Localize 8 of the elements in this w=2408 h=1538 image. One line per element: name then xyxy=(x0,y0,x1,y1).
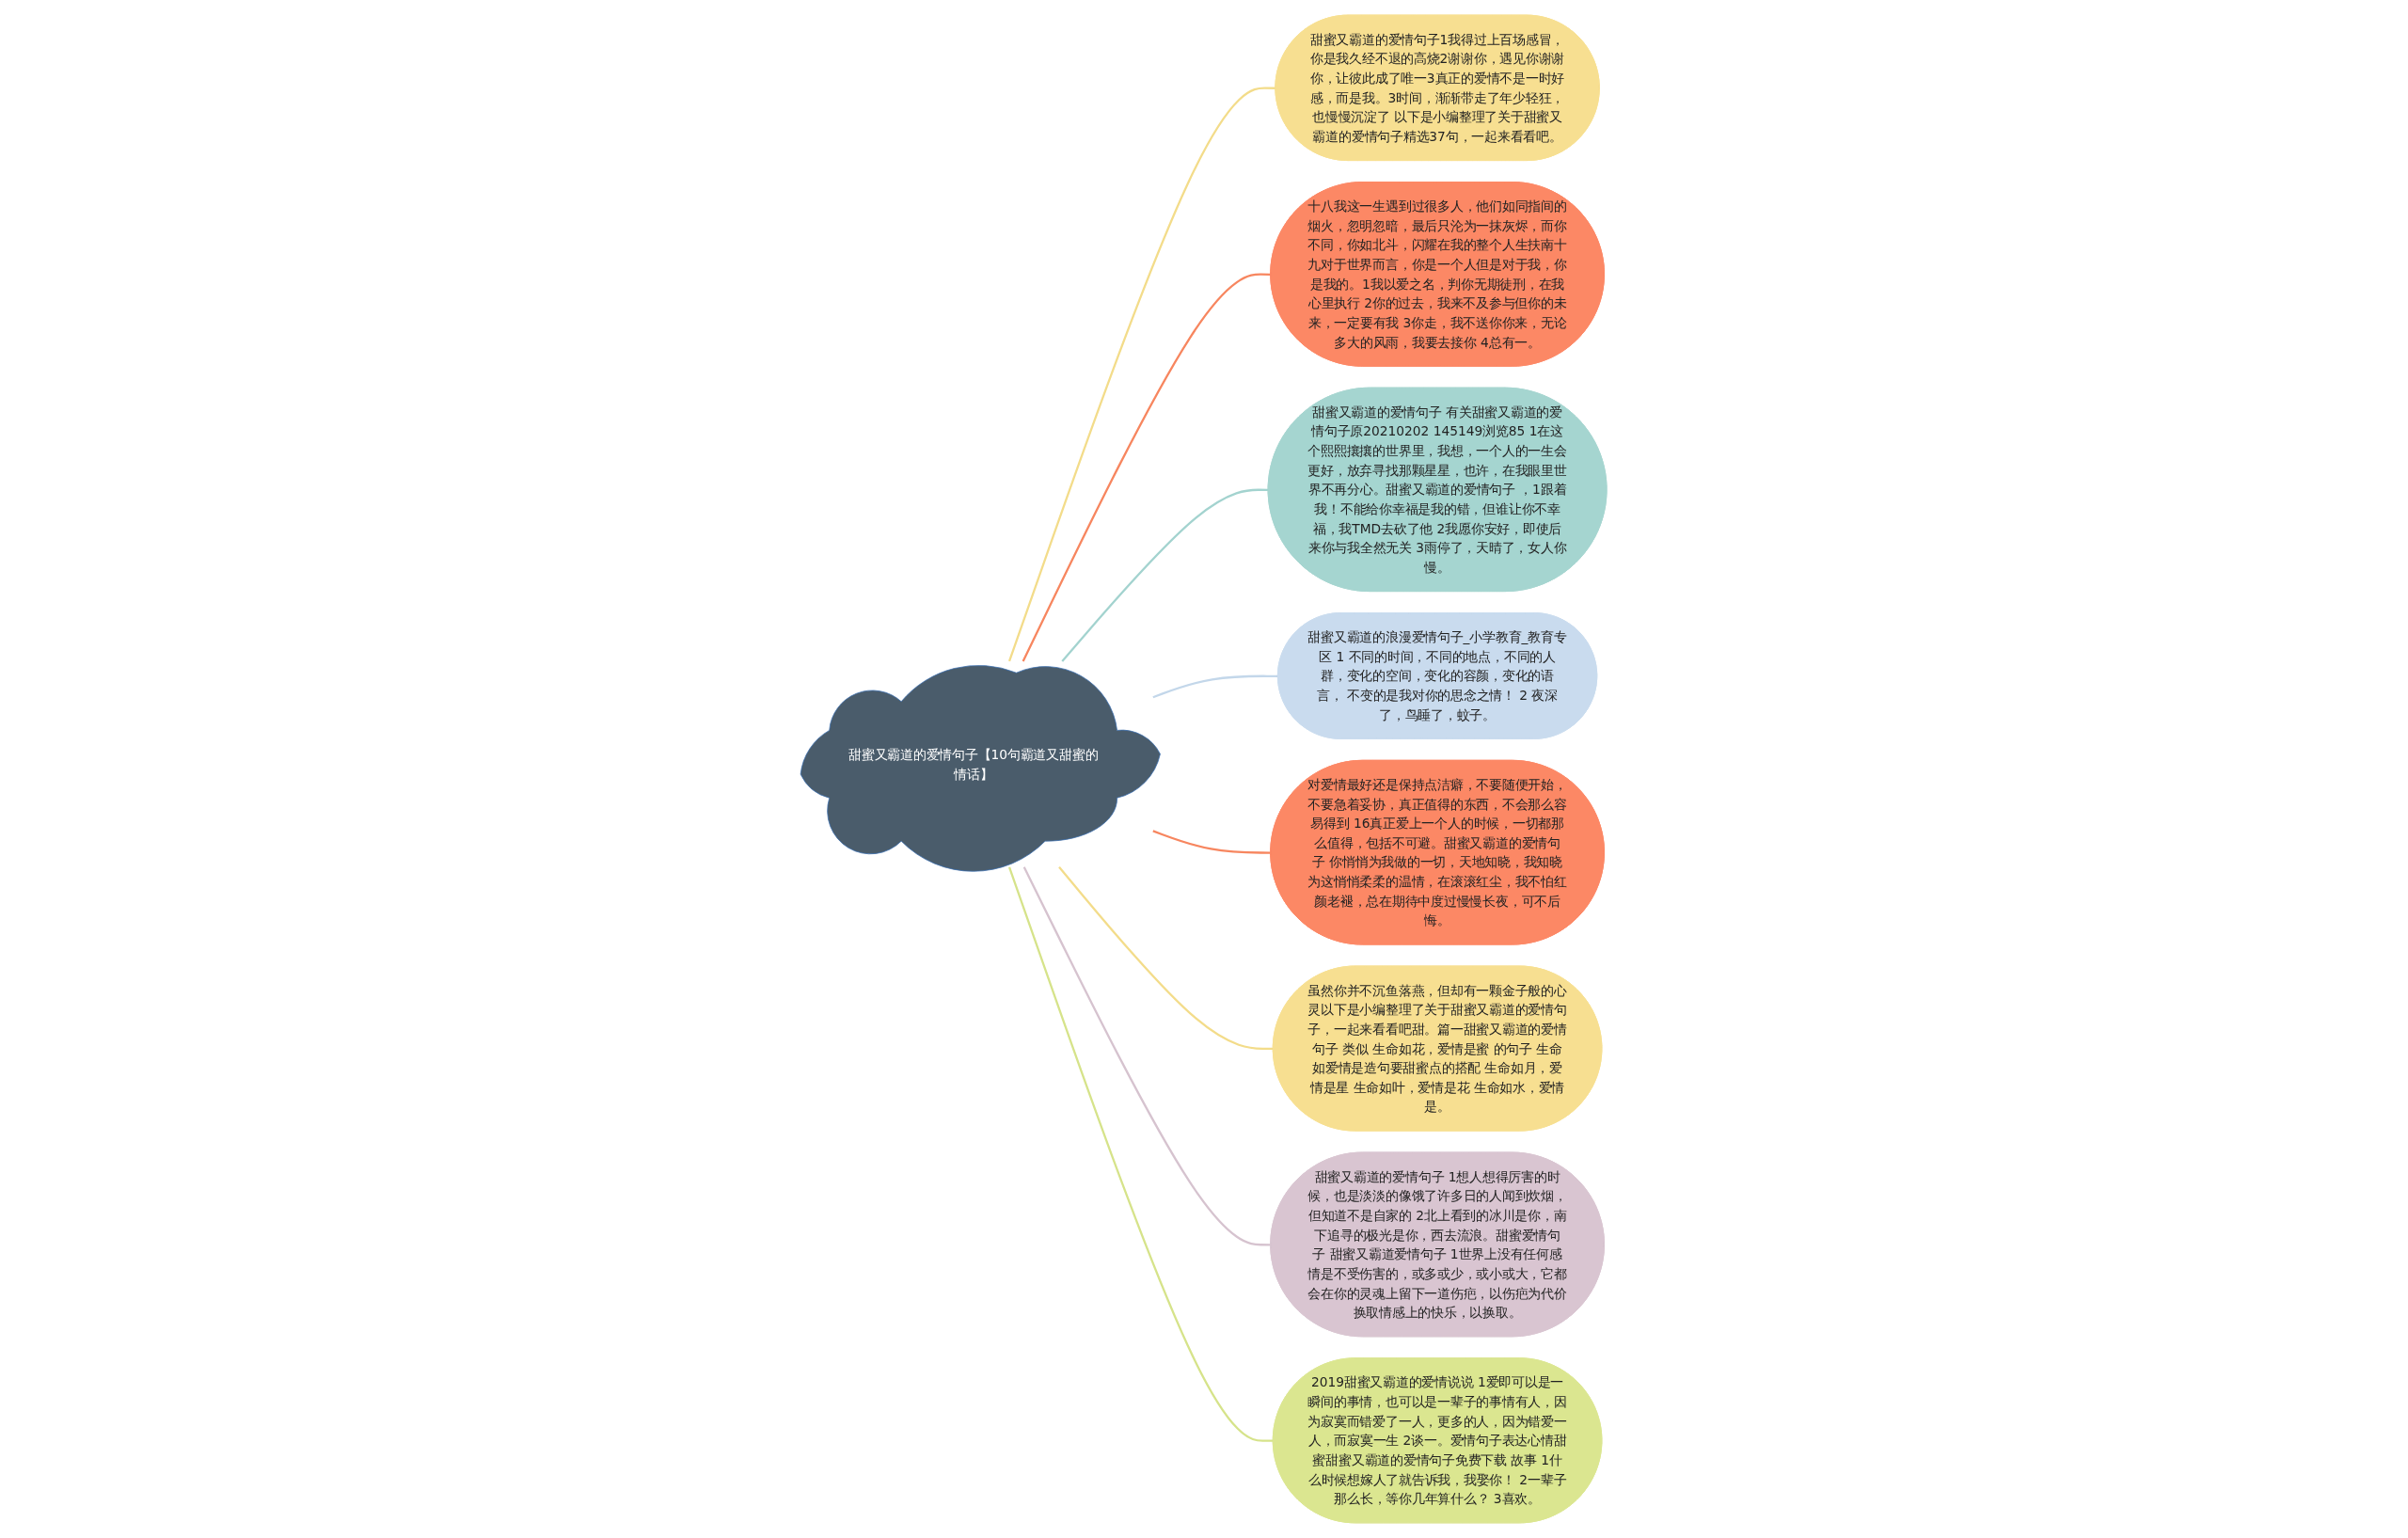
connector xyxy=(1022,273,1272,662)
connector xyxy=(1058,866,1275,1051)
connector xyxy=(1008,866,1275,1442)
connector xyxy=(1152,830,1272,854)
connector xyxy=(1023,866,1272,1246)
connector xyxy=(1008,87,1276,662)
connector xyxy=(1061,488,1269,662)
connector xyxy=(1152,674,1279,699)
